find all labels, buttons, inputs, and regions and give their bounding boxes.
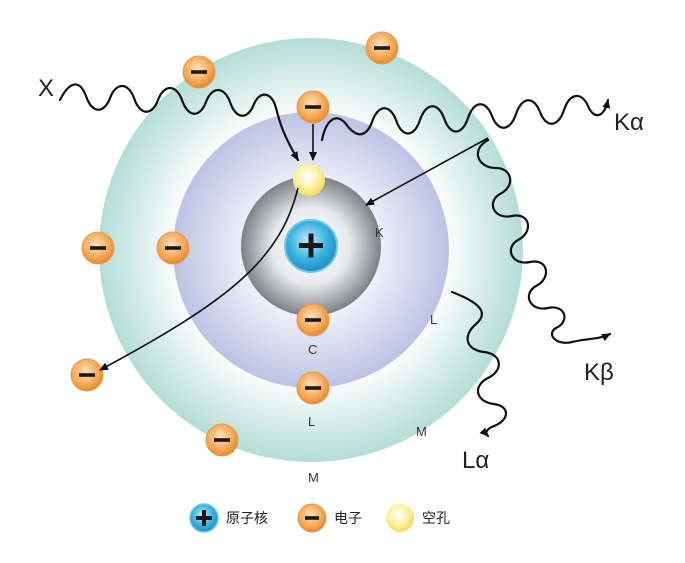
l-alpha-wave (450, 290, 508, 438)
m-shell-label-bottom: M (308, 470, 319, 485)
l-alpha-label: Lα (462, 447, 489, 474)
electron (205, 423, 239, 457)
m-shell-label-right: M (416, 424, 427, 439)
k-alpha-label: Kα (614, 109, 644, 136)
legend-hole-icon (386, 504, 414, 532)
electron (182, 55, 216, 89)
l-shell-label-right: L (430, 312, 437, 327)
center-c-label: C (308, 342, 317, 357)
k-alpha-wave (320, 94, 611, 142)
k-beta-wave (476, 138, 612, 344)
legend-electron-label: 电子 (334, 511, 362, 527)
vacancy-hole (293, 164, 325, 196)
electron (365, 31, 399, 65)
electron (70, 358, 104, 392)
legend-electron-icon (297, 503, 327, 533)
electron (81, 231, 115, 265)
legend-nucleus-label: 原子核 (226, 511, 268, 527)
photoelectron-ejection-arrow (99, 187, 299, 371)
electron (296, 303, 330, 337)
k-beta-label: Kβ (584, 359, 614, 386)
nucleus (284, 219, 338, 273)
incoming-xray-wave (58, 83, 300, 162)
legend: 原子核 电子 空孔 (189, 503, 450, 533)
electron (296, 90, 330, 124)
legend-hole-label: 空孔 (422, 511, 450, 527)
legend-nucleus-icon (189, 503, 219, 533)
k-transition-arrow (365, 137, 489, 206)
k-shell-label: K (375, 225, 384, 240)
l-shell-label-bottom: L (308, 414, 315, 429)
electron (296, 371, 330, 405)
incoming-label: X (38, 75, 54, 102)
electron (156, 231, 190, 265)
